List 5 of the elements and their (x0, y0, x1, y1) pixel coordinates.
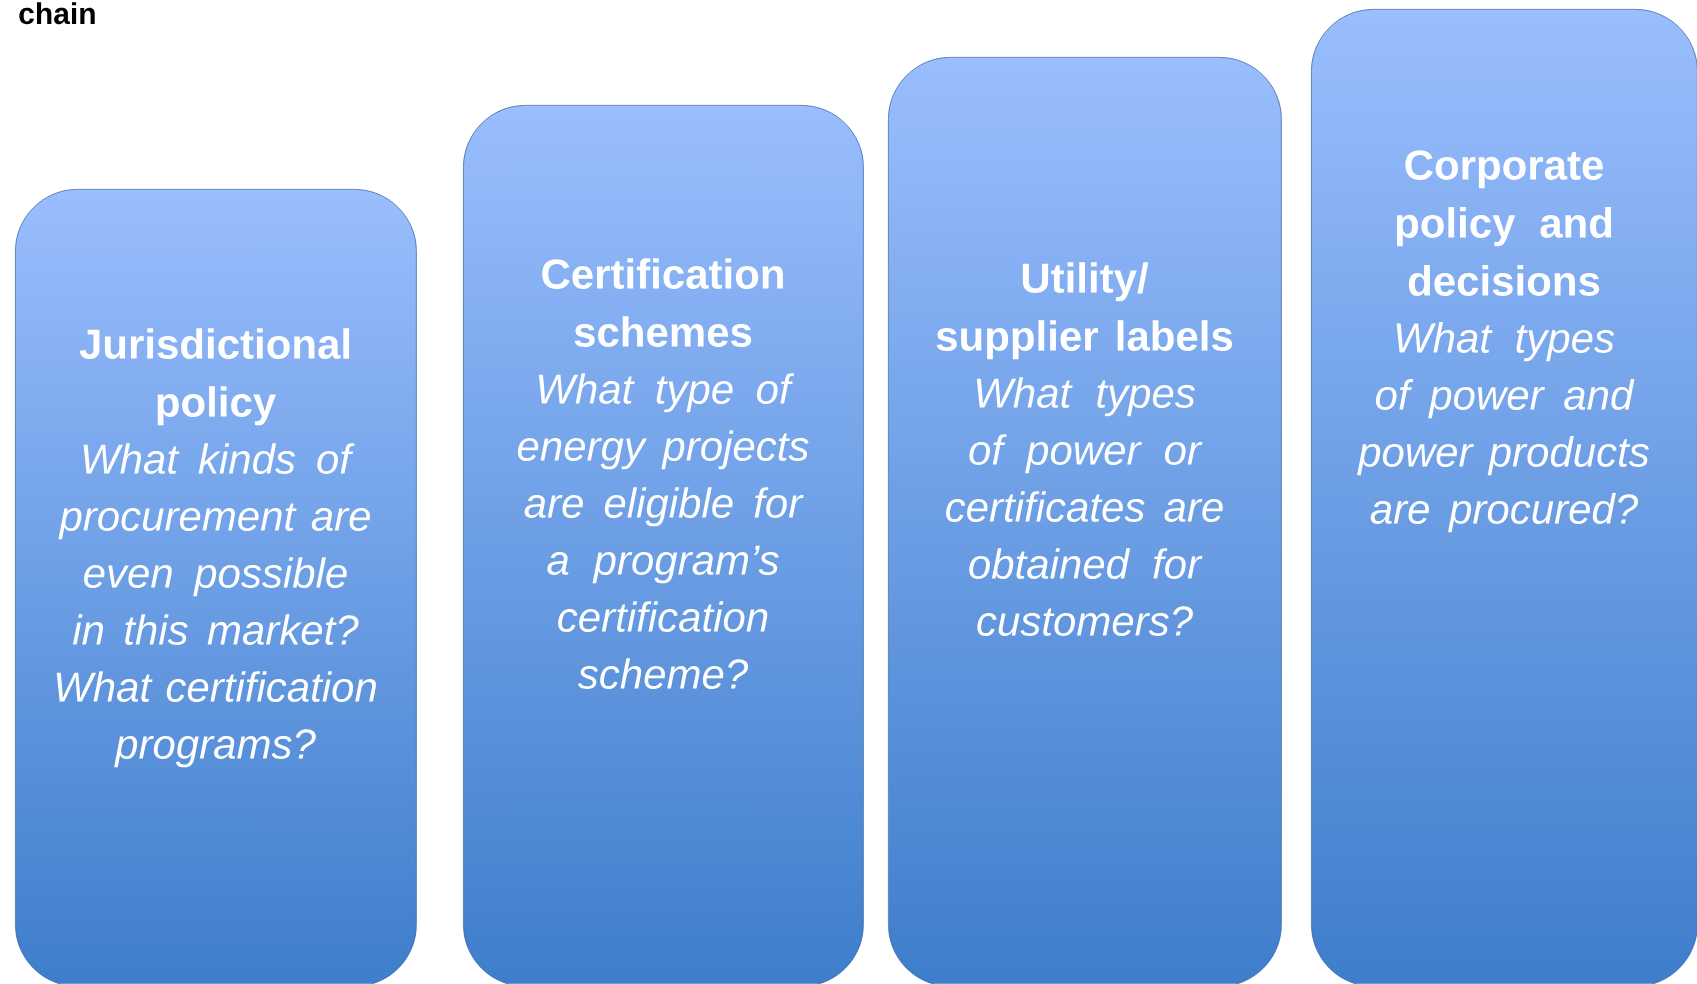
title: chain (19, 2, 95, 25)
rounded-box: Jurisdictional policy What kinds of procurement are even possible in this market? What certification programs? (15, 189, 417, 984)
rounded-box: Utility/ supplier labels What types of power or certificates are obtained for customers? (888, 57, 1282, 984)
rounded-box: Certification schemes What type of energy projects are eligible for a program’s certification scheme? (463, 104, 864, 984)
rounded-box: Corporate policy and decisions What types of power and power products are procured? (1311, 9, 1697, 984)
